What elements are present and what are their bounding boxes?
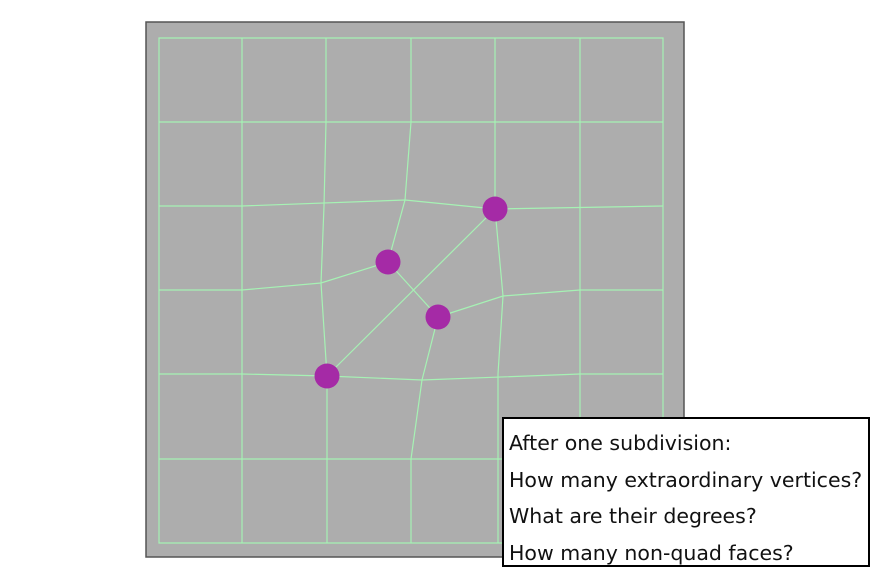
- mesh-edge: [437, 289, 663, 318]
- mesh-edges: [158, 37, 664, 544]
- mesh-edge: [320, 38, 328, 543]
- mesh-edge: [159, 373, 663, 381]
- question-line-4: How many non-quad faces?: [509, 540, 794, 565]
- mesh-edge: [494, 38, 504, 543]
- mesh-diagonal-edge: [326, 208, 496, 377]
- extraordinary-vertex: [482, 196, 508, 222]
- mesh-edge: [159, 261, 389, 291]
- extraordinary-vertex: [375, 249, 401, 275]
- question-line-3: What are their degrees?: [509, 504, 757, 528]
- question-line-2: How many extraordinary vertices?: [509, 467, 863, 492]
- question-box: After one subdivision: How many extraord…: [502, 417, 870, 567]
- mesh-edge: [410, 316, 439, 543]
- extraordinary-vertex: [425, 304, 451, 330]
- extraordinary-vertices: [314, 196, 508, 389]
- question-line-1: After one subdivision:: [509, 431, 732, 455]
- mesh-edge: [387, 38, 412, 263]
- extraordinary-vertex: [314, 363, 340, 389]
